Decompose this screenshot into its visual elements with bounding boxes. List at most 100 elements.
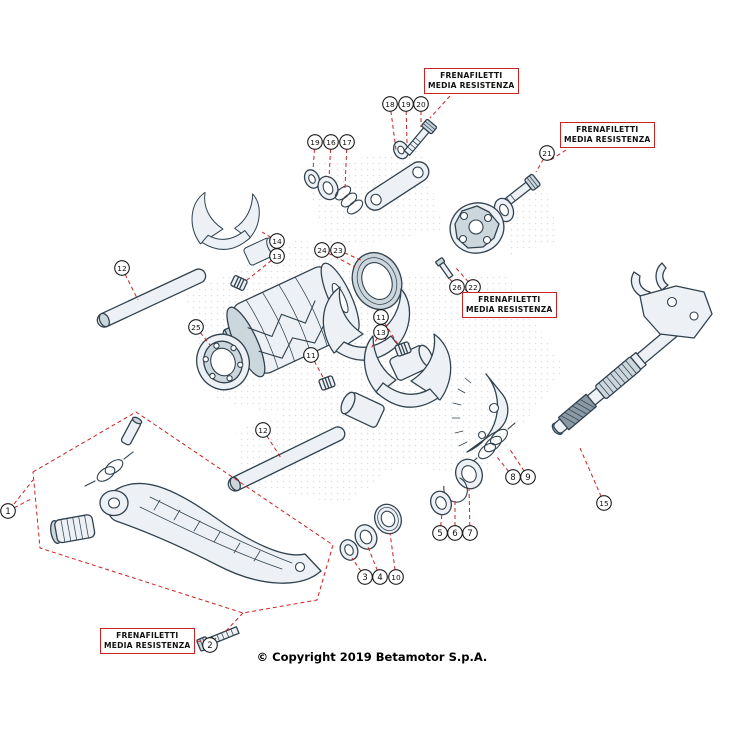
sector-plate — [451, 373, 509, 453]
callout-20: 20 — [413, 96, 429, 112]
callout-leader-line — [328, 141, 332, 179]
copyright-text: © Copyright 2019 Betamotor S.p.A. — [256, 650, 488, 664]
callout-leader-line — [380, 316, 400, 347]
callout-18: 18 — [382, 96, 398, 112]
svg-text:21: 21 — [542, 149, 552, 158]
callout-6: 6 — [447, 525, 463, 541]
svg-text:22: 22 — [468, 283, 477, 292]
note-text-line: FRENAFILETTI — [116, 631, 179, 640]
linkage-washer-small — [303, 169, 321, 189]
callout-leader-line — [310, 354, 325, 380]
svg-text:11: 11 — [306, 351, 316, 360]
callout-16: 16 — [323, 134, 339, 150]
selector-bracket — [630, 262, 713, 339]
fork-shaft-upper — [96, 268, 207, 328]
washer-3 — [339, 539, 359, 561]
callout-22: 22 — [465, 279, 481, 295]
linkage-arm — [364, 161, 430, 211]
lever-toe-peg — [50, 514, 96, 545]
callout-11: 11 — [303, 347, 319, 363]
svg-text:17: 17 — [342, 138, 352, 147]
callout-19: 19 — [398, 96, 414, 112]
callout-leader-line — [508, 447, 529, 478]
callout-3: 3 — [357, 569, 373, 585]
svg-text:4: 4 — [377, 573, 382, 583]
svg-text:16: 16 — [326, 138, 336, 147]
callout-leader-line — [455, 267, 474, 288]
callout-leader-line — [337, 249, 364, 262]
callout-4: 4 — [372, 569, 388, 585]
callout-13: 13 — [373, 324, 389, 340]
linkage-washer-large — [317, 175, 339, 201]
svg-text:12: 12 — [258, 426, 267, 435]
svg-text:13: 13 — [376, 328, 386, 337]
callout-leader-line — [7, 497, 34, 512]
callout-7: 7 — [462, 525, 478, 541]
svg-text:3: 3 — [362, 573, 367, 583]
callout-2: 2 — [202, 637, 218, 653]
callout-leader-line — [121, 267, 139, 301]
callout-leader-line — [312, 141, 316, 171]
ball-bearing — [196, 333, 250, 391]
callout-25: 25 — [188, 319, 204, 335]
svg-text:1: 1 — [5, 507, 10, 517]
lever-arm — [106, 482, 322, 584]
svg-text:20: 20 — [416, 100, 426, 109]
callout-13: 13 — [269, 248, 285, 264]
callout-8: 8 — [505, 469, 521, 485]
lever-spring — [84, 451, 134, 487]
svg-text:23: 23 — [333, 246, 343, 255]
group-boundary — [13, 411, 334, 634]
svg-text:2: 2 — [207, 641, 212, 651]
drum-screw — [435, 257, 454, 280]
callout-9: 9 — [520, 469, 536, 485]
callout-15: 15 — [596, 495, 612, 511]
svg-text:12: 12 — [117, 264, 126, 273]
note-text-line: MEDIA RESISTENZA — [564, 134, 651, 144]
note-leader-line — [429, 95, 451, 119]
callout-1: 1 — [0, 503, 16, 519]
callout-leader-line — [496, 456, 514, 478]
callout-26: 26 — [449, 279, 465, 295]
note-text-line: FRENAFILETTI — [478, 295, 541, 304]
index-cam-assembly — [449, 197, 515, 254]
callout-21: 21 — [539, 145, 555, 161]
svg-text:11: 11 — [376, 313, 386, 322]
callout-23: 23 — [330, 242, 346, 258]
washer-5 — [429, 490, 453, 516]
svg-text:9: 9 — [525, 473, 530, 483]
svg-text:18: 18 — [385, 100, 395, 109]
callout-leader-line — [321, 249, 356, 268]
fork-shaft-lower — [227, 426, 346, 492]
callout-11: 11 — [373, 309, 389, 325]
linkage-bolt — [403, 118, 438, 156]
note-text-line: FRENAFILETTI — [576, 125, 639, 134]
svg-text:6: 6 — [452, 529, 457, 539]
drum-bearing-ring — [351, 251, 403, 311]
svg-text:10: 10 — [391, 573, 401, 582]
washer-4 — [354, 524, 378, 550]
callout-10: 10 — [388, 569, 404, 585]
callout-leader-line — [262, 429, 282, 459]
washer-7 — [454, 458, 484, 490]
linkage-spring — [334, 185, 364, 215]
note-text-line: MEDIA RESISTENZA — [466, 304, 553, 314]
svg-text:13: 13 — [272, 252, 282, 261]
svg-text:14: 14 — [272, 237, 282, 246]
note-text-line: MEDIA RESISTENZA — [104, 640, 191, 650]
callout-leader-line — [579, 447, 605, 504]
svg-text:19: 19 — [310, 138, 320, 147]
callout-leader-line — [367, 546, 381, 578]
callout-14: 14 — [269, 233, 285, 249]
svg-text:7: 7 — [467, 529, 472, 539]
lever-tip-pin — [120, 416, 143, 446]
callout-5: 5 — [432, 525, 448, 541]
callout-12: 12 — [114, 260, 130, 276]
note-text-line: MEDIA RESISTENZA — [428, 80, 515, 90]
